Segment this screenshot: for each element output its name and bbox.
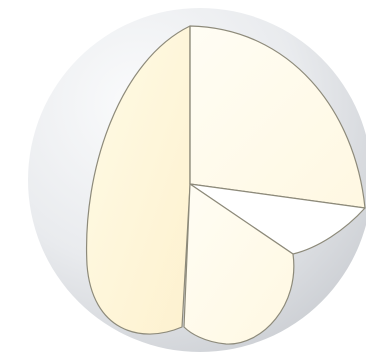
sphere-cutaway-figure — [0, 0, 366, 352]
sphere-cutaway-svg — [0, 0, 366, 352]
